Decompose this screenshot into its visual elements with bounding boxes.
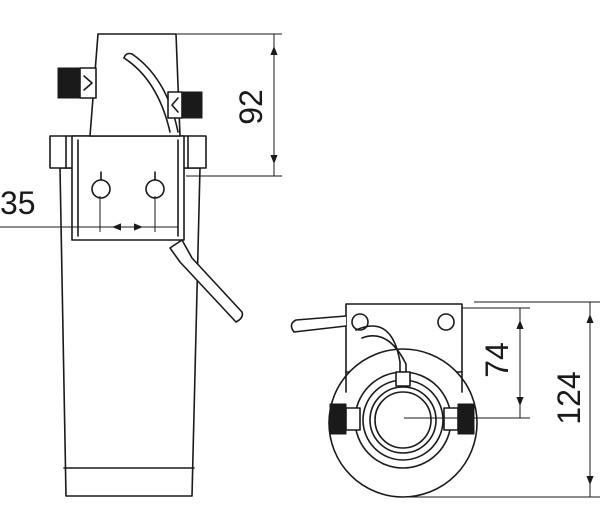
top-tube — [123, 57, 171, 133]
dimension-124-label: 124 — [551, 371, 587, 424]
top-view-tube-inner — [361, 335, 407, 385]
outlet-pipe — [169, 239, 244, 323]
top-ring-4 — [374, 391, 432, 449]
dimension-74-label: 74 — [479, 342, 515, 378]
left-fitting — [57, 67, 97, 99]
dimension-74: 74 — [404, 307, 530, 419]
top-view-tube — [355, 325, 401, 385]
dimension-92: 92 — [176, 33, 282, 177]
side-view: 92 35 — [0, 33, 282, 497]
top-view: 74 124 — [290, 301, 600, 498]
dimension-35: 35 — [0, 185, 178, 232]
keyhole-slot-left — [91, 171, 111, 199]
mounting-bracket — [71, 135, 185, 241]
top-view-tube-coupler — [395, 371, 411, 387]
dimension-124: 124 — [404, 301, 600, 498]
top-ring-3 — [369, 386, 437, 454]
top-view-outlet — [290, 315, 347, 333]
dimension-92-label: 92 — [233, 89, 269, 125]
top-tube-end — [123, 52, 133, 59]
top-fitting-right — [443, 403, 475, 435]
right-fitting — [167, 91, 203, 119]
top-tube-outer — [131, 53, 179, 133]
top-hole-left — [351, 313, 369, 331]
top-fitting-left — [329, 403, 361, 435]
top-hole-right — [437, 313, 455, 331]
cap-head — [89, 33, 181, 137]
dimension-35-label: 35 — [0, 185, 36, 221]
